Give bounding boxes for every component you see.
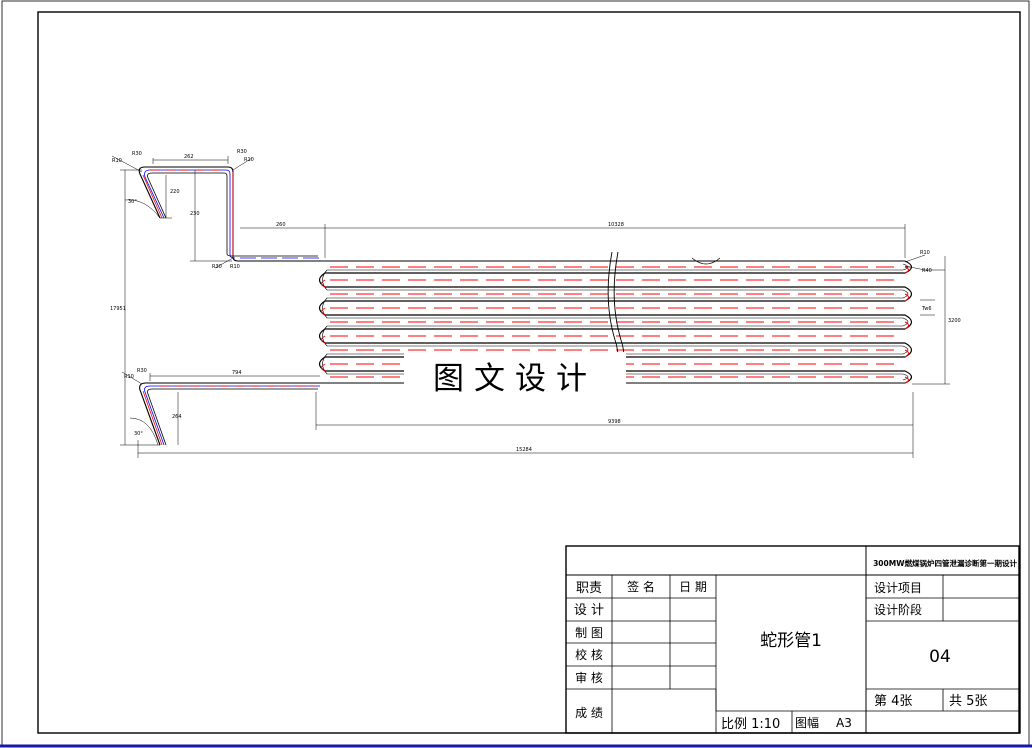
dim-vertical-right: 230 [190, 211, 200, 217]
format-value: A3 [836, 716, 852, 730]
part-name: 蛇形管1 [760, 631, 822, 651]
dim-bottom-left-2: R30 [137, 368, 147, 374]
inner-border [37, 11, 1021, 734]
dim-overall-height: 17951 [110, 306, 126, 312]
design-stage-label: 设计阶段 [874, 602, 922, 617]
title-block-text: 300MW燃煤锅炉四管泄漏诊断第一期设计 职责 签 名 日 期 设 计 制 图 … [574, 558, 1018, 732]
dim-vertical-left: 220 [170, 189, 180, 195]
watermark-box: 图文设计 [404, 352, 626, 398]
sheet-number: 第 4张 [874, 694, 912, 709]
header-signature: 签 名 [627, 579, 655, 594]
grade-label: 成 绩 [575, 706, 603, 720]
dim-right-1: R10 [920, 250, 930, 256]
drawing-number: 04 [929, 647, 951, 667]
sheet-total: 共 5张 [949, 694, 987, 709]
dim-top-left-1: R10 [112, 158, 122, 164]
role-check: 校 核 [575, 647, 603, 662]
dim-bottom-vertical: 264 [172, 414, 182, 420]
title-block [565, 545, 1020, 734]
serpentine-pipe-drawing: R10 R30 262 R30 R10 220 230 R30 R10 260 … [110, 149, 961, 458]
design-project-label: 设计项目 [874, 581, 922, 595]
dim-bottom-width: 9398 [608, 419, 621, 425]
dim-overall-length: 15284 [516, 447, 532, 453]
dim-right-pitch: Tw6 [921, 306, 932, 312]
dim-horizontal-long: 10328 [608, 222, 624, 228]
dim-horizontal-short: 260 [276, 222, 286, 228]
scale-label: 比例 1:10 [721, 717, 780, 732]
dimension-lines [111, 155, 950, 458]
dim-lower-left-1: R30 [212, 264, 222, 270]
dim-lower-left-2: R10 [230, 264, 240, 270]
watermark-text: 图文设计 [433, 360, 597, 397]
dim-top-left-2: R30 [132, 151, 142, 157]
role-review: 审 核 [575, 670, 603, 685]
dimension-labels: R10 R30 262 R30 R10 220 230 R30 R10 260 … [110, 149, 961, 453]
top-inlet-pipe [138, 166, 905, 262]
header-role: 职责 [576, 581, 602, 596]
dim-top-right-1: R30 [237, 149, 247, 155]
dim-angle-top: 30° [128, 199, 137, 205]
dim-top-right-2: R10 [244, 157, 254, 163]
project-title: 300MW燃煤锅炉四管泄漏诊断第一期设计 [873, 558, 1017, 568]
dim-bottom-run: 794 [232, 370, 242, 376]
role-design: 设 计 [574, 603, 604, 618]
bottom-outlet-pipe [139, 382, 905, 446]
dim-right-height: 3200 [948, 318, 961, 324]
header-date: 日 期 [679, 580, 707, 594]
format-label: 图幅 [795, 715, 819, 730]
dim-top-run: 262 [184, 154, 194, 160]
dim-right-2: R40 [922, 268, 932, 274]
dim-bottom-left-1: R10 [124, 374, 134, 380]
role-draft: 制 图 [575, 626, 603, 640]
dim-angle-bottom: 30° [134, 431, 143, 437]
